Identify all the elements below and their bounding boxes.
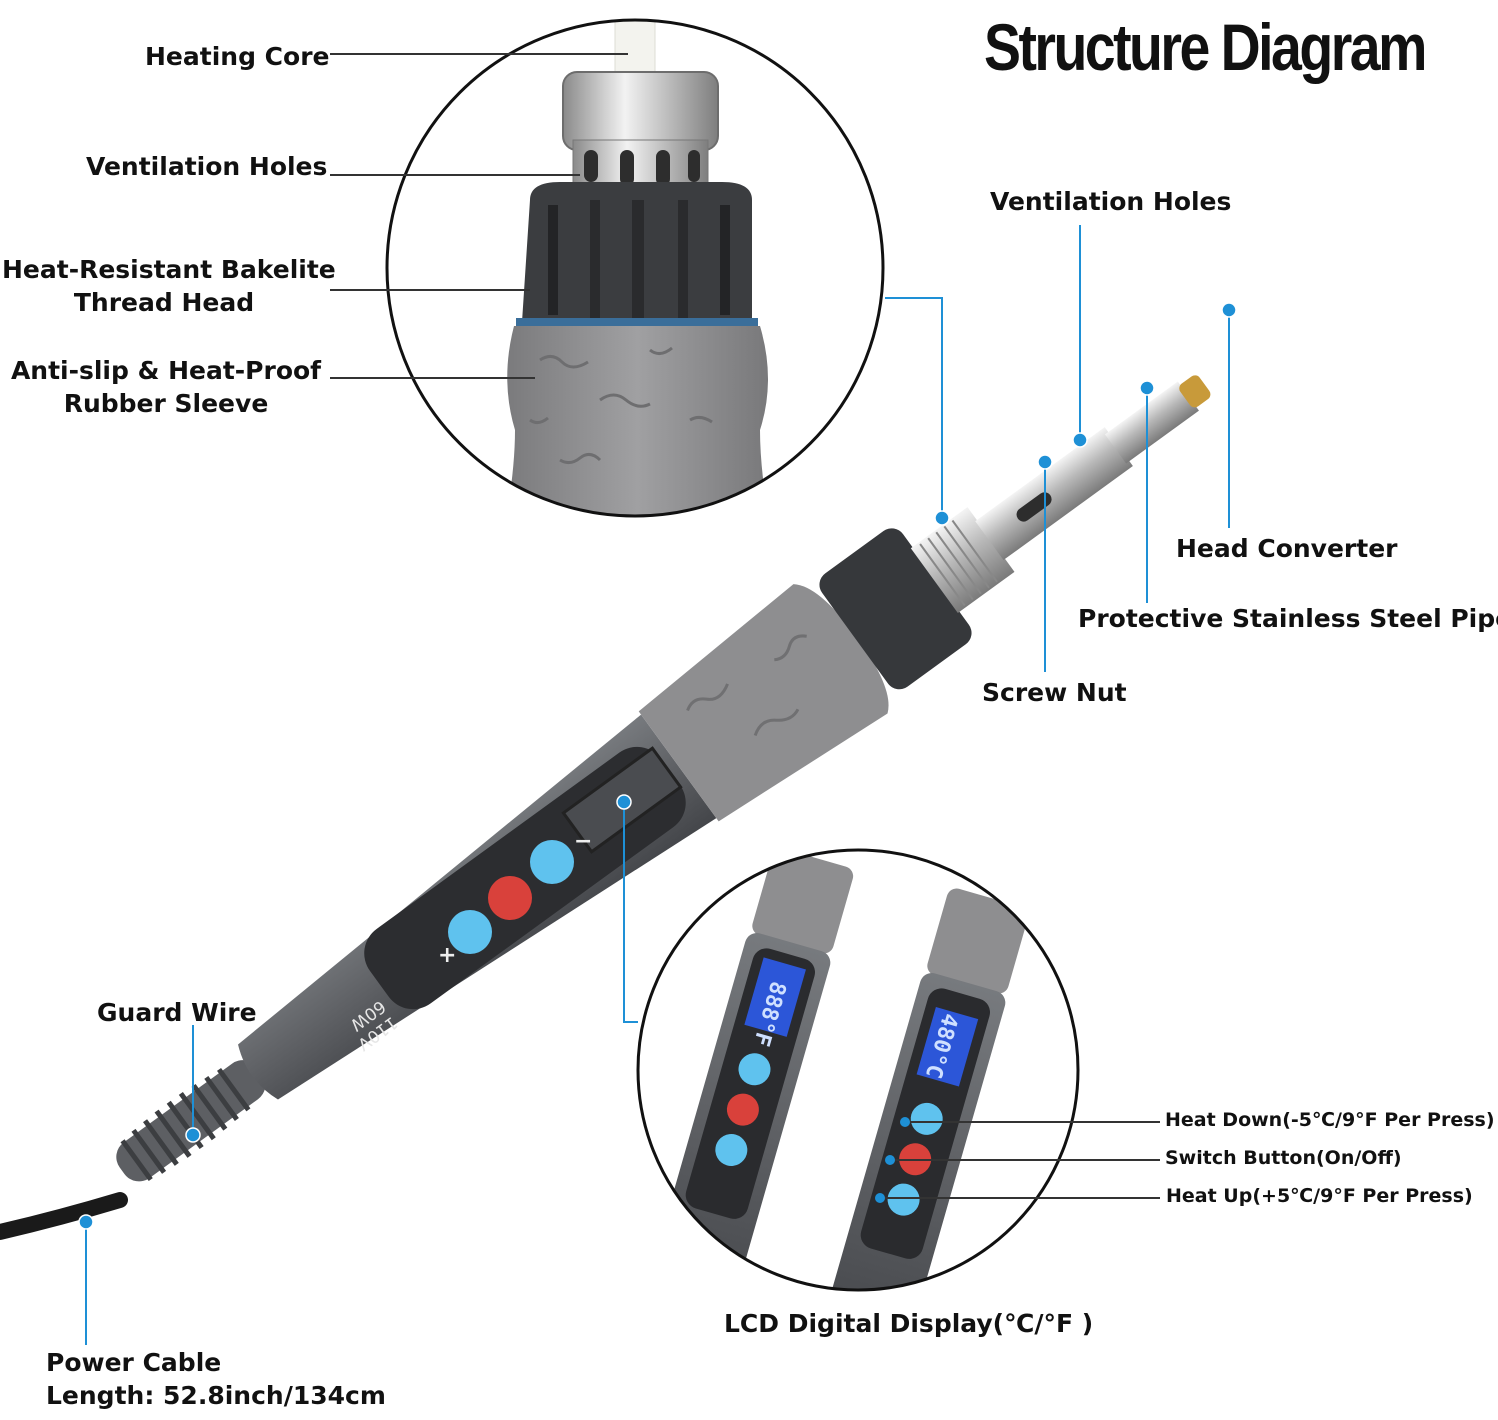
label-power-cable: Power Cable Length: 52.8inch/134cm <box>46 1346 386 1412</box>
page-title: Structure Diagram <box>984 10 1427 84</box>
label-rubber-line2: Rubber Sleeve <box>63 389 269 418</box>
label-screw-nut: Screw Nut <box>982 678 1127 707</box>
head-zoom-circle <box>387 20 883 516</box>
control-dots <box>875 1117 910 1203</box>
label-power-cable-line2: Length: 52.8inch/134cm <box>46 1381 386 1410</box>
label-bakelite-thread-head: Heat-Resistant Bakelite Thread Head <box>2 253 336 319</box>
main-minus-mark: − <box>574 829 592 854</box>
main-plus-button <box>448 910 492 954</box>
label-ventilation-holes-right: Ventilation Holes <box>990 187 1232 216</box>
callout-dots <box>78 302 1237 1230</box>
callout-lines <box>85 225 1230 1345</box>
label-rubber-line1: Anti-slip & Heat-Proof <box>10 356 322 385</box>
label-power-cable-line1: Power Cable <box>46 1348 222 1377</box>
main-iron <box>0 375 1211 1240</box>
controls-zoom-outline <box>636 848 1080 1292</box>
label-heat-up: Heat Up(+5℃/9°F Per Press) <box>1166 1185 1473 1207</box>
label-switch-button: Switch Button(On/Off) <box>1165 1147 1402 1169</box>
label-guard-wire: Guard Wire <box>97 998 257 1027</box>
label-rubber-sleeve: Anti-slip & Heat-Proof Rubber Sleeve <box>10 354 322 420</box>
head-zoom-outline <box>385 18 885 518</box>
label-head-converter: Head Converter <box>1176 534 1398 563</box>
label-bakelite-line2: Thread Head <box>73 288 255 317</box>
main-switch-button <box>488 876 532 920</box>
label-bakelite-line1: Heat-Resistant Bakelite <box>2 255 336 284</box>
label-ventilation-holes-left: Ventilation Holes <box>86 152 328 181</box>
label-protective-pipe: Protective Stainless Steel Pipe <box>1078 604 1498 633</box>
label-lcd-display: LCD Digital Display(℃/°F ) <box>724 1309 1094 1338</box>
main-plus-mark: + <box>438 943 456 968</box>
leader-lines <box>330 53 1160 1199</box>
label-heat-down: Heat Down(-5℃/9°F Per Press) <box>1165 1109 1495 1131</box>
label-heating-core: Heating Core <box>145 42 330 71</box>
main-minus-button <box>530 840 574 884</box>
